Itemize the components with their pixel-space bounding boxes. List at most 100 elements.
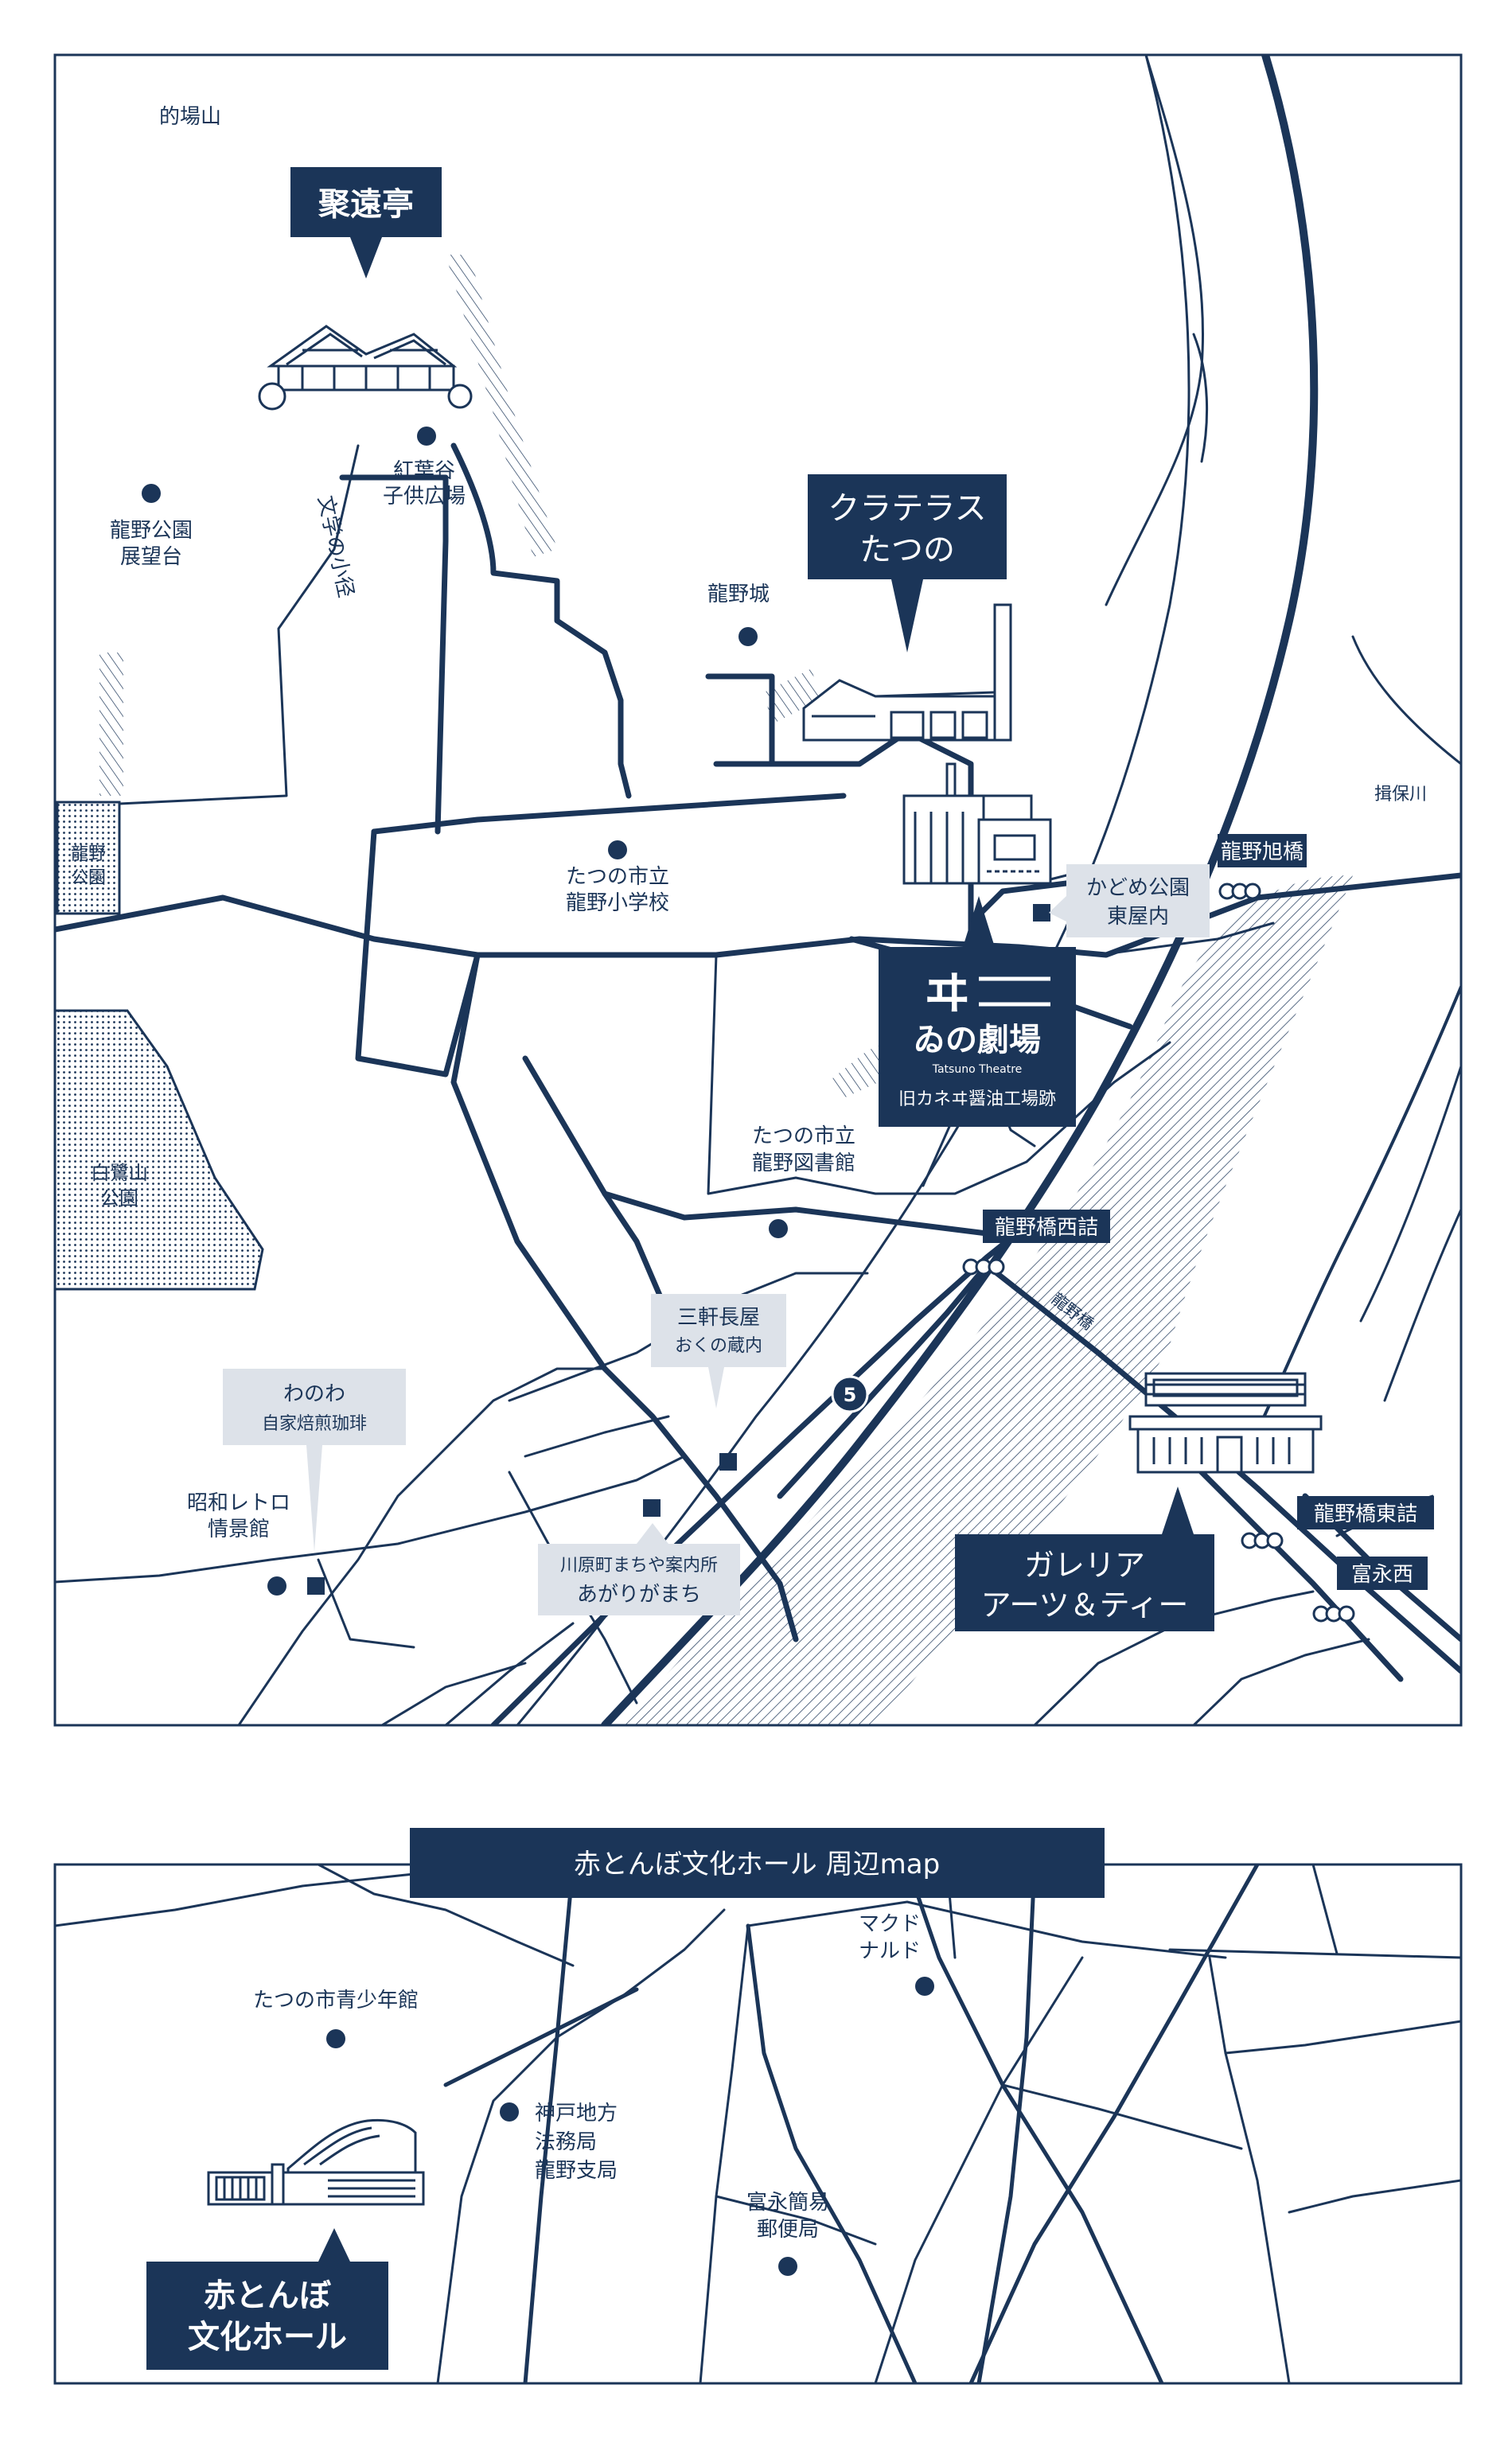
map2-title-banner: 赤とんぼ文化ホール 周辺map [410,1828,1105,1898]
kurateras-building-icon [802,603,1012,742]
poi-showa [267,1576,286,1596]
callout-kadome-1: かどめ公園 [1086,876,1190,900]
bridge-higashizume-icon [1241,1532,1284,1549]
ibo-river [621,875,1353,1725]
square-agari [643,1499,661,1517]
label-shirasagi-1: 白鷺山 [91,1162,148,1184]
label-mcdonalds-2: ナルド [859,1939,921,1963]
label-bungaku: 文学の小径 [313,493,357,599]
route-5-label: 5 [844,1384,857,1406]
poi-legal-office [500,2102,519,2122]
shuentei-building-icon [258,325,473,411]
poi-squares [307,904,1050,1595]
square-wanowa [307,1577,325,1595]
label-mcdonalds-1: マクド [859,1912,921,1936]
akatombo-hall-building-icon [207,2118,425,2206]
square-sanken [719,1453,737,1471]
label-legal-1: 神戸地方 [535,2102,618,2126]
main-map: 5 [53,53,1463,1727]
label-post-1: 富永簡易 [746,2191,829,2215]
stop-nishizume: 龍野橋西詰 [962,1210,1110,1276]
callout-akatombo-2: 文化ホール [188,2319,347,2355]
callout-akatombo-1: 赤とんぼ [204,2278,331,2314]
callout-kurateras-1: クラテラス [828,490,986,527]
poi-elementary [608,840,627,859]
map2-title: 赤とんぼ文化ホール 周辺map [574,1849,940,1880]
akatombo-map: 赤とんぼ文化ホール 周辺map マクド ナルド たつの市青少年館 神戸地方 法務… [53,1828,1463,2385]
label-tenbodai-1: 龍野公園 [110,519,193,543]
callout-kurateras-2: たつの [859,532,955,568]
callout-galeria-1: ガレリア [1024,1548,1145,1583]
callout-galeria-2: アーツ＆ティー [981,1588,1189,1623]
square-kadome [1033,904,1050,922]
map1-frame [53,53,1463,1727]
callout-kurateras[interactable]: クラテラス たつの [808,474,1007,653]
label-tatsuno-park-1: 龍野 [71,844,106,864]
map2-poi-dots [326,1977,934,2276]
theatre-logo-mark: ヰ [924,966,970,1020]
stop-higashizume-label: 龍野橋東詰 [1314,1502,1417,1526]
callout-kadome[interactable]: かどめ公園 東屋内 [1049,864,1210,937]
stop-higashizume: 龍野橋東詰 [1241,1496,1434,1549]
label-tatsuno-park-2: 公園 [71,868,106,888]
callout-akatombo-hall[interactable]: 赤とんぼ 文化ホール [146,2228,388,2370]
callout-agari-1: 川原町まちや案内所 [560,1556,718,1576]
callout-sanken-2: おくの蔵内 [675,1336,762,1356]
callout-theatre-name: ゐの劇場 [914,1022,1041,1058]
hatch-left [99,653,123,796]
callout-sanken[interactable]: 三軒長屋 おくの蔵内 [651,1294,786,1409]
callout-sanken-1: 三軒長屋 [677,1306,760,1330]
stop-nishizume-label: 龍野橋西詰 [995,1216,1098,1240]
stop-asahi-label: 龍野旭橋 [1221,840,1304,864]
label-elementary-2: 龍野小学校 [566,891,669,915]
label-library-2: 龍野図書館 [752,1151,855,1175]
poi-post-office [778,2257,797,2276]
hatch-shuentei [446,255,557,557]
bridge-asahi-icon [1218,883,1261,900]
map2-labels: マクド ナルド たつの市青少年館 神戸地方 法務局 龍野支局 富永簡易 郵便局 [253,1912,921,2242]
label-showa-2: 情景館 [208,1518,270,1541]
bridge-nishizume-icon [962,1258,1005,1276]
bridge-tominaga-icon [1312,1605,1355,1623]
callout-agari-2: あがりがまち [577,1583,701,1607]
poi-tatsunojo [738,627,758,646]
callout-theatre[interactable]: ヰ ゐの劇場 Tatsuno Theatre 旧カネヰ醤油工場跡 [879,896,1076,1127]
stop-tominaga-nishi: 富永西 [1312,1557,1428,1623]
label-youth-hall: たつの市青少年館 [253,1989,419,2013]
callout-theatre-sub: 旧カネヰ醤油工場跡 [898,1089,1056,1109]
callout-agari[interactable]: 川原町まちや案内所 あがりがまち [538,1523,740,1615]
galeria-building-icon [1128,1372,1323,1474]
callout-wanowa-2: 自家焙煎珈琲 [262,1414,367,1434]
label-tatsunojo: 龍野城 [707,583,770,606]
hatch-kura [764,668,820,724]
callout-wanowa-1: わのわ [283,1382,345,1406]
stop-tominaga-nishi-label: 富永西 [1351,1563,1413,1587]
label-shirasagi-2: 公園 [100,1187,138,1210]
label-tenbodai-2: 展望台 [120,545,182,569]
stop-asahi: 龍野旭橋 [1218,834,1307,900]
theatre-building-icon [902,762,1052,885]
place-labels: 的場山 紅葉谷 子供広場 龍野公園 展望台 文学の小径 龍野城 たつの市立 龍野… [71,105,1427,1541]
stops: 龍野旭橋 龍野橋西詰 龍野橋東詰 富永西 [962,834,1434,1623]
label-post-2: 郵便局 [757,2218,819,2242]
callout-shuentei[interactable]: 聚遠亭 [290,167,442,279]
tatsuno-park [56,801,121,915]
poi-library [769,1219,788,1238]
label-momiji-2: 子供広場 [383,485,466,508]
label-matoba: 的場山 [159,105,221,129]
poi-dots [142,427,788,1596]
poi-tenbodai [142,484,161,503]
poi-mcdonalds [915,1977,934,1996]
callout-wanowa[interactable]: わのわ 自家焙煎珈琲 [223,1369,406,1552]
label-legal-3: 龍野支局 [535,2159,618,2183]
poi-momiji [417,427,436,446]
shirasagi-park [55,1009,264,1291]
callout-galeria[interactable]: ガレリア アーツ＆ティー [955,1487,1214,1631]
route-5-badge: 5 [831,1375,869,1413]
label-momiji-1: 紅葉谷 [393,459,455,483]
label-library-1: たつの市立 [752,1124,855,1148]
callout-theatre-en: Tatsuno Theatre [932,1063,1023,1076]
label-ibogawa: 揖保川 [1374,785,1427,805]
callout-kadome-2: 東屋内 [1107,905,1169,929]
